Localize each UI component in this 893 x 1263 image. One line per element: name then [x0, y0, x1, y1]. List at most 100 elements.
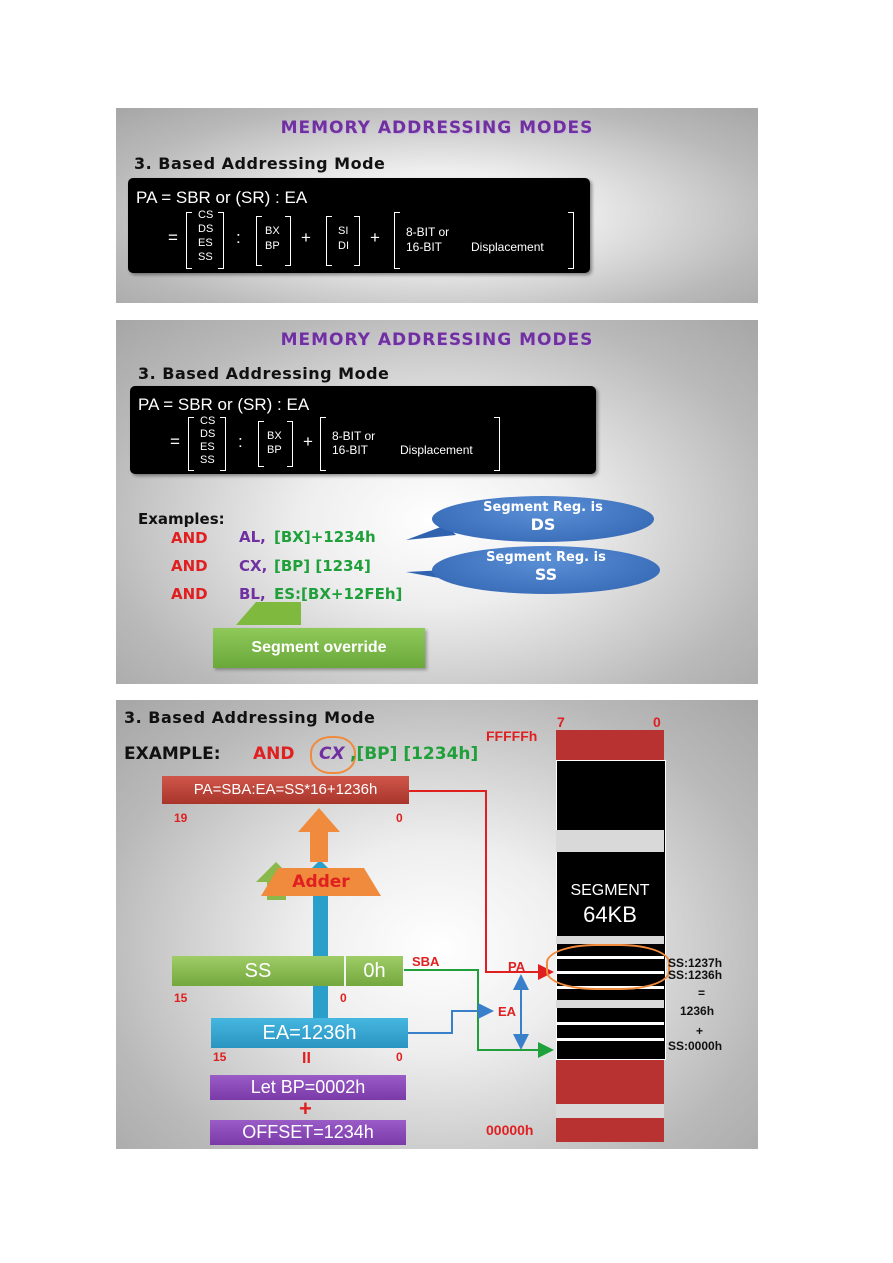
slide-subtitle: 3. Based Addressing Mode — [134, 154, 386, 173]
slide-title: MEMORY ADDRESSING MODES — [280, 330, 594, 350]
segment-override-box: Segment override — [213, 628, 425, 668]
example-mem: [BX]+1234h — [274, 528, 376, 546]
memory-break — [556, 1000, 664, 1008]
example-reg: CX, — [239, 557, 268, 575]
bracket-left — [188, 417, 194, 471]
memory-break — [556, 830, 664, 852]
seg-ss: SS — [198, 251, 213, 263]
example-op: AND — [171, 557, 208, 575]
disp-line1: 8-BIT or — [332, 429, 376, 443]
connector-lines — [256, 790, 554, 1058]
segment-label: SEGMENT — [570, 882, 650, 899]
pa-arrow — [409, 790, 554, 980]
colon: : — [238, 432, 243, 451]
disp-word: Displacement — [471, 240, 544, 254]
pa-box: PA=SBA:EA=SS*16+1236h — [162, 776, 409, 804]
mem-label-ss0000: SS:0000h — [668, 1039, 723, 1053]
ea-label: EA — [498, 1004, 517, 1019]
bubble-line2: DS — [530, 515, 556, 534]
seg-es: ES — [200, 441, 215, 453]
bracket-right — [568, 212, 574, 269]
sba-label: SBA — [412, 954, 440, 969]
formula-box: PA = SBR or (SR) : EA = CS DS ES SS : BX… — [128, 178, 590, 273]
slide-subtitle: 3. Based Addressing Mode — [138, 364, 390, 383]
override-tail — [236, 602, 301, 625]
segment-size: 64KB — [583, 902, 637, 927]
ea-bit-high: 15 — [213, 1050, 227, 1064]
offset-box: OFFSET=1234h — [210, 1120, 406, 1145]
bit-0: 0 — [653, 714, 661, 730]
ea-arrow — [408, 1003, 494, 1034]
bubble-line1: Segment Reg. is — [483, 500, 603, 515]
ss-bit-low: 0 — [340, 991, 347, 1005]
equals-sign: II — [302, 1050, 311, 1067]
formula-text: PA = SBR or (SR) : EA — [136, 188, 308, 207]
bracket-left — [394, 212, 400, 269]
disp-word: Displacement — [400, 443, 473, 457]
pa-bit-low: 0 — [396, 811, 403, 825]
bubble-line1: Segment Reg. is — [486, 550, 606, 565]
disp-line2: 16-BIT — [406, 240, 443, 254]
equals-sign: = — [168, 228, 178, 247]
formula-box: PA = SBR or (SR) : EA = CS DS ES SS : BX… — [130, 386, 596, 474]
base-bp: BP — [265, 240, 280, 252]
disp-line2: 16-BIT — [332, 443, 369, 457]
bracket-left — [326, 216, 332, 266]
plus-sign: + — [301, 228, 311, 247]
bit-7: 7 — [557, 714, 565, 730]
segment-reg-bubble-ds: Segment Reg. is DS — [432, 496, 654, 542]
adder-label: Adder — [292, 872, 350, 892]
index-si: SI — [338, 225, 349, 237]
ea-box: EA=1236h — [211, 1018, 408, 1048]
base-bp: BP — [267, 444, 282, 456]
bracket-left — [320, 417, 326, 471]
bracket-left — [258, 421, 264, 467]
memory-break — [556, 1104, 664, 1118]
highlight-circle — [546, 944, 670, 990]
slide-2: MEMORY ADDRESSING MODES 3. Based Address… — [116, 320, 758, 684]
example-op: AND — [171, 529, 208, 547]
memory-cell-line — [556, 986, 664, 989]
bubble-line2: SS — [534, 565, 558, 584]
bracket-right — [354, 216, 360, 266]
bracket-right — [494, 417, 500, 471]
slide-1: MEMORY ADDRESSING MODES 3. Based Address… — [116, 108, 758, 303]
disp-line1: 8-BIT or — [406, 225, 450, 239]
bp-box: Let BP=0002h — [210, 1075, 406, 1100]
mem-label-ss1237: SS:1237h — [668, 956, 723, 970]
bottom-address: 00000h — [486, 1122, 534, 1138]
pa-bit-high: 19 — [174, 811, 188, 825]
base-bx: BX — [265, 225, 280, 237]
ss-register-box: SS — [172, 956, 344, 986]
mem-label-eq: = — [698, 986, 706, 1000]
ea-bit-low: 0 — [396, 1050, 403, 1064]
mem-label-1236h: 1236h — [680, 1004, 715, 1018]
slide-title: MEMORY ADDRESSING MODES — [280, 118, 594, 138]
examples-label: Examples: — [138, 510, 225, 528]
mem-label-ss1236: SS:1236h — [668, 968, 723, 982]
seg-ds: DS — [200, 428, 216, 440]
memory-cell-line — [556, 971, 664, 974]
memory-cell-line — [556, 1038, 664, 1041]
colon: : — [236, 228, 241, 247]
memory-break — [556, 936, 664, 944]
memory-cell-line — [556, 956, 664, 959]
segment-block — [556, 760, 666, 1060]
seg-ss: SS — [200, 454, 215, 466]
index-di: DI — [338, 240, 349, 252]
formula-text: PA = SBR or (SR) : EA — [138, 395, 310, 414]
example-label: EXAMPLE: — [124, 744, 221, 764]
highlight-circle — [310, 736, 356, 774]
bracket-left — [186, 212, 192, 269]
bracket-left — [256, 216, 262, 266]
equals-sign: = — [170, 432, 180, 451]
seg-es: ES — [198, 237, 213, 249]
memory-cell-line — [556, 1022, 664, 1025]
example-reg: BL, — [239, 585, 266, 603]
seg-ds: DS — [198, 223, 214, 235]
example-mem: ,[BP] [1234h] — [350, 744, 479, 764]
bracket-right — [220, 417, 226, 471]
plus-sign: + — [370, 228, 380, 247]
mem-label-plus: + — [696, 1024, 704, 1038]
seg-cs: CS — [200, 415, 216, 427]
